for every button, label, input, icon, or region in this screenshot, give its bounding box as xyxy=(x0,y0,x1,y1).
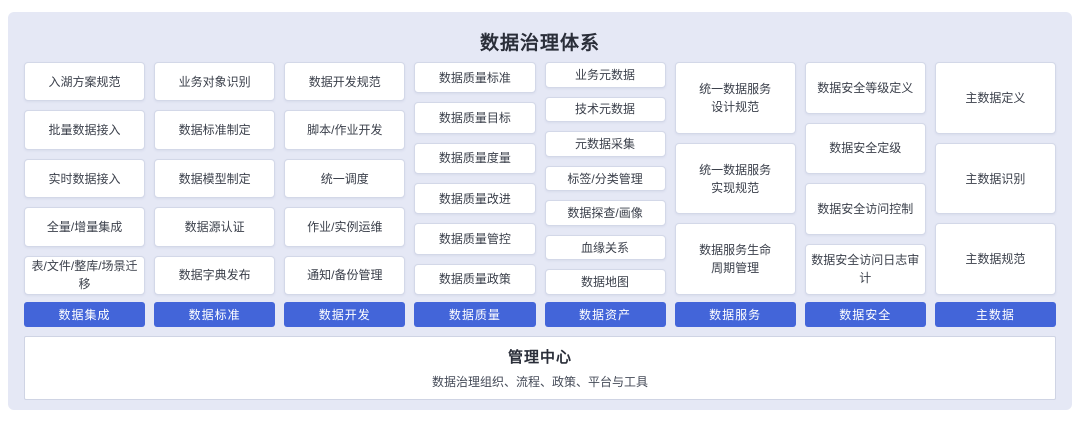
pillar-column-2: 数据开发规范脚本/作业开发统一调度作业/实例运维通知/备份管理 xyxy=(284,62,406,296)
capability-box: 主数据识别 xyxy=(934,142,1056,215)
capability-box: 数据安全等级定义 xyxy=(804,62,926,114)
capability-box: 数据模型制定 xyxy=(154,158,276,199)
capability-box: 数据探查/画像 xyxy=(544,200,666,226)
capability-box: 数据字典发布 xyxy=(154,255,276,296)
diagram-title: 数据治理体系 xyxy=(479,33,600,54)
capability-box: 数据地图 xyxy=(544,269,666,296)
category-bar: 数据质量 xyxy=(414,302,536,327)
capability-box: 数据标准制定 xyxy=(154,110,276,150)
capability-box: 业务对象识别 xyxy=(154,62,276,102)
pillar-column-6: 数据安全等级定义数据安全定级数据安全访问控制数据安全访问日志审计 xyxy=(804,62,926,295)
capability-box: 数据安全访问控制 xyxy=(804,183,926,235)
management-center-box: 管理中心 数据治理组织、流程、政策、平台与工具 xyxy=(24,336,1056,400)
capability-box: 实时数据接入 xyxy=(24,158,146,199)
capability-box: 统一调度 xyxy=(284,158,406,199)
pillar-column-3: 数据质量标准数据质量目标数据质量度量数据质量改进数据质量管控数据质量政策 xyxy=(414,62,536,295)
capability-box: 数据安全定级 xyxy=(804,122,926,174)
category-bar: 数据集成 xyxy=(24,302,146,327)
pillar-column-5: 统一数据服务 设计规范统一数据服务 实现规范数据服务生命 周期管理 xyxy=(674,62,796,296)
category-bar: 数据资产 xyxy=(544,302,666,327)
capability-box: 标签/分类管理 xyxy=(544,165,666,192)
management-center-title: 管理中心 xyxy=(507,349,572,366)
capability-box: 数据质量目标 xyxy=(414,102,536,134)
capability-box: 数据安全访问日志审计 xyxy=(804,243,926,295)
pillar-columns-grid: 入湖方案规范批量数据接入实时数据接入全量/增量集成表/文件/整库/场景迁移业务对… xyxy=(24,62,1056,296)
capability-box: 主数据规范 xyxy=(934,223,1056,296)
capability-box: 数据质量度量 xyxy=(414,142,536,174)
capability-box: 数据质量标准 xyxy=(414,62,536,94)
capability-box: 脚本/作业开发 xyxy=(284,110,406,150)
pillar-column-0: 入湖方案规范批量数据接入实时数据接入全量/增量集成表/文件/整库/场景迁移 xyxy=(24,62,146,296)
capability-box: 业务元数据 xyxy=(544,62,666,88)
category-bar: 数据服务 xyxy=(674,302,796,327)
category-bar: 数据安全 xyxy=(804,302,926,327)
capability-box: 数据服务生命 周期管理 xyxy=(674,223,796,296)
pillar-column-7: 主数据定义主数据识别主数据规范 xyxy=(934,62,1056,296)
capability-box: 入湖方案规范 xyxy=(24,62,146,102)
pillar-column-4: 业务元数据技术元数据元数据采集标签/分类管理数据探查/画像血缘关系数据地图 xyxy=(544,62,666,296)
capability-box: 技术元数据 xyxy=(544,96,666,123)
capability-box: 数据质量管控 xyxy=(414,223,536,255)
category-bar: 数据标准 xyxy=(154,302,276,327)
capability-box: 元数据采集 xyxy=(544,131,666,157)
diagram-panel: 数据治理体系 入湖方案规范批量数据接入实时数据接入全量/增量集成表/文件/整库/… xyxy=(8,12,1072,410)
capability-box: 数据开发规范 xyxy=(284,62,406,102)
capability-box: 全量/增量集成 xyxy=(24,207,146,247)
capability-box: 主数据定义 xyxy=(934,62,1056,134)
category-bar: 主数据 xyxy=(934,302,1056,327)
category-bars-row: 数据集成数据标准数据开发数据质量数据资产数据服务数据安全主数据 xyxy=(24,302,1056,327)
capability-box: 数据质量改进 xyxy=(414,182,536,215)
capability-box: 通知/备份管理 xyxy=(284,255,406,296)
capability-box: 统一数据服务 实现规范 xyxy=(674,142,796,215)
capability-box: 血缘关系 xyxy=(544,234,666,261)
capability-box: 统一数据服务 设计规范 xyxy=(674,62,796,134)
capability-box: 作业/实例运维 xyxy=(284,207,406,247)
management-center-subtitle: 数据治理组织、流程、政策、平台与工具 xyxy=(431,375,648,389)
pillar-column-1: 业务对象识别数据标准制定数据模型制定数据源认证数据字典发布 xyxy=(154,62,276,296)
capability-box: 数据源认证 xyxy=(154,207,276,247)
category-bar: 数据开发 xyxy=(284,302,406,327)
capability-box: 数据质量政策 xyxy=(414,263,536,295)
capability-box: 批量数据接入 xyxy=(24,110,146,150)
capability-box: 表/文件/整库/场景迁移 xyxy=(24,255,146,296)
